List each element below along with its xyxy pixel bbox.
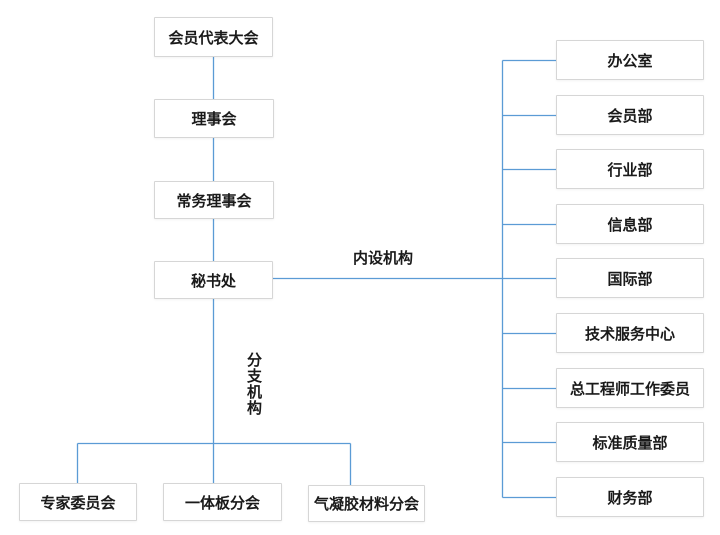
label-branch-organs: 分支机构 <box>245 352 263 416</box>
node-standards-quality-dept: 标准质量部 <box>556 422 704 462</box>
node-standing-council: 常务理事会 <box>154 181 274 219</box>
node-office: 办公室 <box>556 40 704 80</box>
node-aerogel-materials-branch: 气凝胶材料分会 <box>308 485 425 522</box>
node-secretariat: 秘书处 <box>154 261 273 299</box>
internal-connectors <box>273 59 556 499</box>
node-membership-dept: 会员部 <box>556 95 704 135</box>
node-industry-dept: 行业部 <box>556 149 704 189</box>
node-council: 理事会 <box>154 99 274 138</box>
node-information-dept: 信息部 <box>556 204 704 244</box>
node-expert-committee: 专家委员会 <box>19 483 137 521</box>
node-chief-engineer-committee: 总工程师工作委员 <box>556 368 704 408</box>
node-integrated-panel-branch: 一体板分会 <box>163 483 282 521</box>
branch-connectors <box>76 442 352 485</box>
node-tech-service-center: 技术服务中心 <box>556 313 704 353</box>
node-international-dept: 国际部 <box>556 258 704 298</box>
label-internal-organs: 内设机构 <box>353 249 414 267</box>
node-finance-dept: 财务部 <box>556 477 704 517</box>
node-member-assembly: 会员代表大会 <box>154 17 273 57</box>
